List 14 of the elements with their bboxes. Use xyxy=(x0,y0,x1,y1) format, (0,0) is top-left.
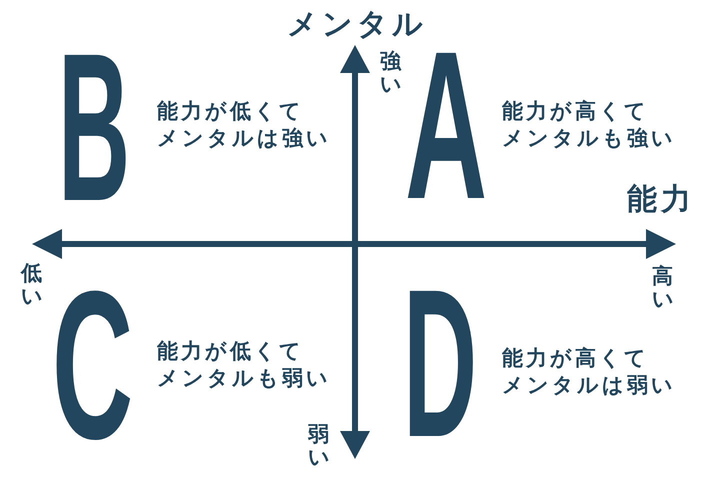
quadrant-letter: B xyxy=(58,55,130,201)
axis-end-label: 高い xyxy=(652,265,673,312)
quadrant-letter: C xyxy=(52,293,134,439)
axis-end-label: 低い xyxy=(21,262,42,308)
quadrant-description: 能力が低くてメンタルも弱い xyxy=(157,338,332,392)
quadrant-letter: D xyxy=(403,291,478,437)
quadrant-description: 能力が低くてメンタルは強い xyxy=(157,98,332,152)
quadrant-description: 能力が高くてメンタルも強い xyxy=(502,98,677,152)
axis-title: メンタル xyxy=(287,10,427,40)
quadrant-description: 能力が高くてメンタルは弱い xyxy=(502,345,677,399)
quadrant-letter: A xyxy=(405,53,488,199)
axis-title: 能力 xyxy=(627,185,695,215)
axis-end-label: 弱い xyxy=(308,423,329,470)
axis-end-label: 強い xyxy=(380,50,401,96)
